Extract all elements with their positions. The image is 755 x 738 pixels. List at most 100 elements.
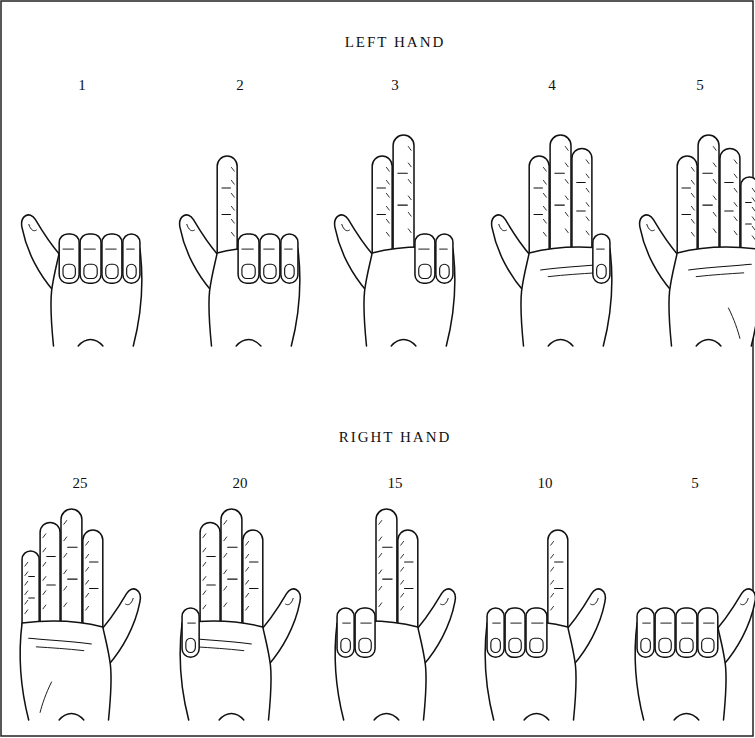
knuckle-crease <box>63 249 73 250</box>
finger-crease <box>577 182 586 183</box>
shading-hatch <box>543 206 546 210</box>
extended-finger <box>393 135 414 262</box>
thumb-nail <box>741 598 749 604</box>
shading-hatch <box>401 593 404 597</box>
palm-crease <box>689 264 752 270</box>
extended-finger <box>550 135 571 262</box>
wrist-line <box>374 714 399 720</box>
folded-finger <box>436 234 453 283</box>
finger-crease <box>555 205 565 206</box>
shading-hatch <box>734 188 737 192</box>
extended-finger <box>40 522 60 636</box>
extended-finger <box>677 156 697 262</box>
finger-crease <box>47 585 56 586</box>
shading-hatch <box>586 231 589 235</box>
count-number: 15 <box>388 474 403 492</box>
shading-hatch <box>231 167 234 171</box>
shading-hatch <box>401 554 404 558</box>
shading-hatch <box>203 577 206 581</box>
shading-hatch <box>713 212 716 216</box>
hand-drawing <box>492 135 612 346</box>
knuckle-crease <box>84 249 95 250</box>
shading-hatch <box>386 219 389 223</box>
thumb-nail <box>29 224 37 230</box>
shading-hatch <box>408 147 411 151</box>
palm-crease <box>548 273 596 277</box>
shading-hatch <box>43 562 46 566</box>
shading-hatch <box>565 179 568 183</box>
palm-crease <box>696 273 744 277</box>
finger-crease <box>47 556 56 557</box>
shading-hatch <box>25 572 28 576</box>
hand-drawing <box>180 156 300 346</box>
folded-finger <box>655 608 675 657</box>
finger-crease <box>90 588 99 589</box>
finger-nail <box>106 264 118 278</box>
folded-finger <box>337 608 354 657</box>
shading-hatch <box>408 196 411 200</box>
shading-hatch <box>543 193 546 197</box>
finger-crease <box>29 576 35 577</box>
thumb-nail <box>499 224 507 230</box>
finger-crease <box>250 588 259 589</box>
extended-finger <box>221 509 242 636</box>
shading-hatch <box>43 591 46 595</box>
shading-hatch <box>231 219 234 223</box>
shading-hatch <box>586 160 589 164</box>
shading-hatch <box>551 567 554 571</box>
shading-hatch <box>203 591 206 595</box>
extended-finger <box>61 509 82 636</box>
shading-hatch <box>551 580 554 584</box>
finger-nail <box>264 264 276 278</box>
finger-crease <box>90 561 99 562</box>
folded-finger <box>102 234 122 283</box>
palm <box>669 247 755 346</box>
folded-finger <box>637 608 654 657</box>
shading-hatch <box>86 554 89 558</box>
shading-hatch <box>246 593 249 597</box>
folded-finger <box>355 608 375 657</box>
shading-hatch <box>224 553 227 557</box>
finger-nail <box>641 638 651 652</box>
finger-nail <box>509 638 521 652</box>
shading-hatch <box>713 229 716 233</box>
shading-hatch <box>386 193 389 197</box>
hand-drawing <box>640 135 755 346</box>
knuckle-crease <box>682 623 693 624</box>
hand-drawing <box>20 509 140 720</box>
extended-finger <box>572 148 592 262</box>
shading-hatch <box>86 580 89 584</box>
finger-crease <box>377 214 386 215</box>
section-heading: LEFT HAND <box>345 33 446 51</box>
shading-hatch <box>752 217 755 221</box>
finger-nail <box>242 264 255 278</box>
finger-nail <box>186 638 196 652</box>
extended-finger <box>376 509 397 636</box>
thumb-nail <box>441 598 449 604</box>
shading-hatch <box>551 554 554 558</box>
knuckle-crease <box>661 623 671 624</box>
shading-hatch <box>734 160 737 164</box>
thumb-nail <box>342 224 350 230</box>
wrist-line <box>524 714 549 720</box>
folded-finger <box>281 234 298 283</box>
shading-hatch <box>86 593 89 597</box>
hand-drawing <box>635 589 755 720</box>
shading-hatch <box>734 203 737 207</box>
count-number: 3 <box>391 76 399 94</box>
finger-crease <box>703 205 713 206</box>
knuckle-crease <box>643 623 651 624</box>
shading-hatch <box>551 593 554 597</box>
shading-hatch <box>224 603 227 607</box>
folded-finger <box>505 608 525 657</box>
thumb-nail <box>591 598 599 604</box>
shading-hatch <box>408 179 411 183</box>
shading-hatch <box>543 180 546 184</box>
shading-hatch <box>691 180 694 184</box>
hand-drawing <box>22 215 142 346</box>
finger-crease <box>534 187 543 188</box>
shading-hatch <box>565 212 568 216</box>
extended-finger <box>698 135 719 262</box>
shading-hatch <box>246 554 249 558</box>
knuckle-crease <box>106 249 116 250</box>
